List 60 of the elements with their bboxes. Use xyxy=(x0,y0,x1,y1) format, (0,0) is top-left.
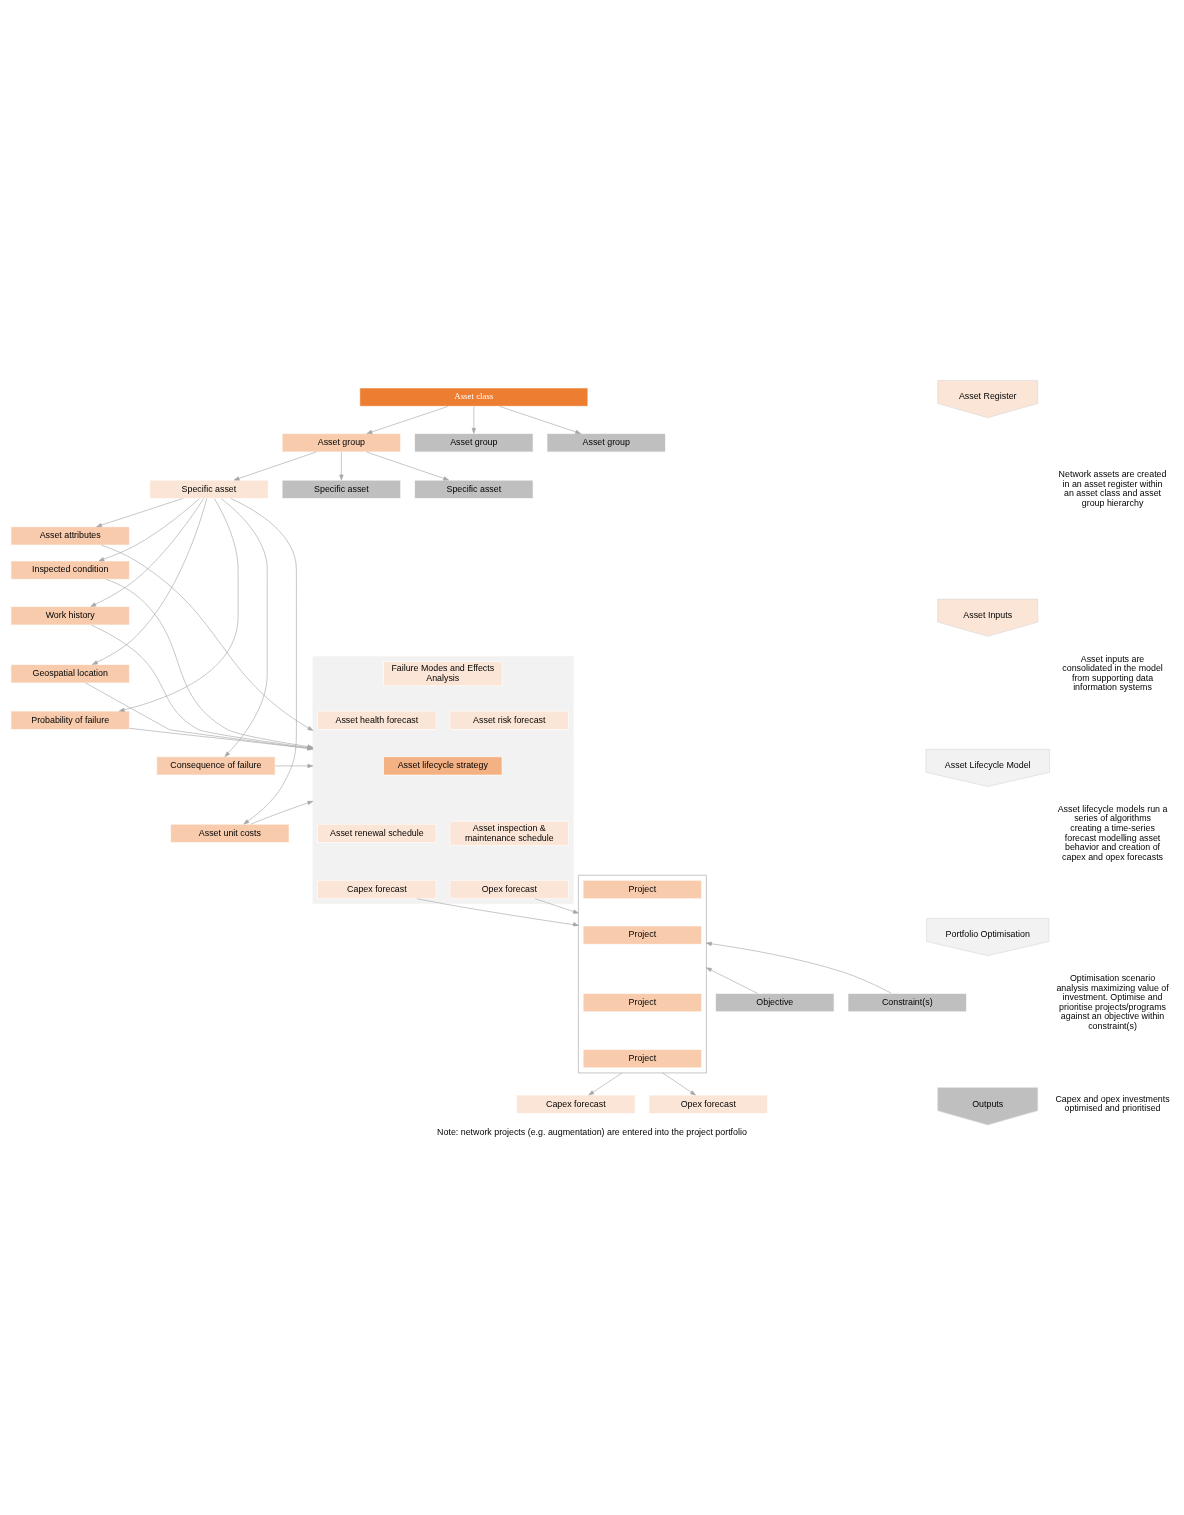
arrow xyxy=(366,405,449,434)
label: Network assets are created in an asset register within an asset class and asset group hierarchy xyxy=(1058,468,1167,508)
arrow xyxy=(233,451,317,480)
node-box: Capex forecast xyxy=(317,879,437,899)
node-box: Asset group xyxy=(414,432,534,452)
node-box: Capex forecast xyxy=(516,1094,636,1114)
node-box: Geospatial location xyxy=(10,663,130,683)
node-box: Specific asset xyxy=(149,479,269,499)
node-box: Opex forecast xyxy=(449,879,569,899)
node-box: Work history xyxy=(10,605,130,625)
arrow xyxy=(100,544,314,731)
cluster xyxy=(312,655,574,904)
arrow xyxy=(706,966,758,994)
label: Asset lifecycle models run a series of algorithms creating a time-series forecast modelling asset behavior and creation of capex and opex forecasts xyxy=(1057,803,1168,862)
node-box: Asset group xyxy=(546,432,666,452)
arrow xyxy=(339,451,344,480)
arrow xyxy=(366,451,449,480)
arrow xyxy=(588,1072,623,1095)
node-box: Objective xyxy=(715,992,835,1012)
arrow xyxy=(98,497,200,561)
arrow xyxy=(96,497,183,527)
node-box: Project xyxy=(582,879,702,899)
arrow xyxy=(275,763,314,768)
node-box: Asset health forecast xyxy=(317,710,437,730)
node-box: Failure Modes and Effects Analysis xyxy=(383,660,503,686)
arrow xyxy=(534,897,579,914)
node-box: Probability of failure xyxy=(10,710,130,730)
node-box: Opex forecast xyxy=(648,1094,768,1114)
cluster xyxy=(578,874,707,1073)
arrow xyxy=(662,1072,696,1095)
node-box: Inspected condition xyxy=(10,560,130,580)
arrow xyxy=(230,497,297,824)
node-box: Asset risk forecast xyxy=(449,710,569,730)
node-box: Asset class xyxy=(359,387,589,407)
node-box: Specific asset xyxy=(414,479,534,499)
arrow xyxy=(90,497,204,607)
node-box: Consequence of failure xyxy=(156,755,276,775)
node-box: Asset lifecycle strategy xyxy=(383,755,503,775)
arrow xyxy=(471,405,476,434)
node-box: Asset unit costs xyxy=(170,823,290,843)
arrow xyxy=(250,800,314,824)
node-box: Project xyxy=(582,992,702,1012)
arrow xyxy=(92,497,208,665)
node-box: Asset attributes xyxy=(10,525,130,545)
arrow xyxy=(499,405,581,434)
node-box: Asset renewal schedule xyxy=(317,823,437,843)
node-box: Asset inspection & maintenance schedule xyxy=(449,820,569,846)
caption: Note: network projects (e.g. augmentation) are entered into the project portfolio xyxy=(437,1126,747,1137)
node-box: Asset group xyxy=(281,432,401,452)
node-box: Specific asset xyxy=(281,479,401,499)
node-box: Project xyxy=(582,1048,702,1068)
node-box: Project xyxy=(582,925,702,945)
label: Optimisation scenario analysis maximizing value of investment. Optimise and prioritise projects/programs against an objective within constraint(s) xyxy=(1056,972,1169,1031)
arrow xyxy=(221,497,268,757)
label: Asset inputs are consolidated in the model from supporting data information systems xyxy=(1062,653,1163,692)
arrow xyxy=(416,897,579,926)
label: Capex and opex investments optimised and prioritised xyxy=(1055,1093,1170,1113)
arrow xyxy=(706,941,892,994)
arrow xyxy=(118,497,239,712)
node-box: Constraint(s) xyxy=(847,992,967,1012)
